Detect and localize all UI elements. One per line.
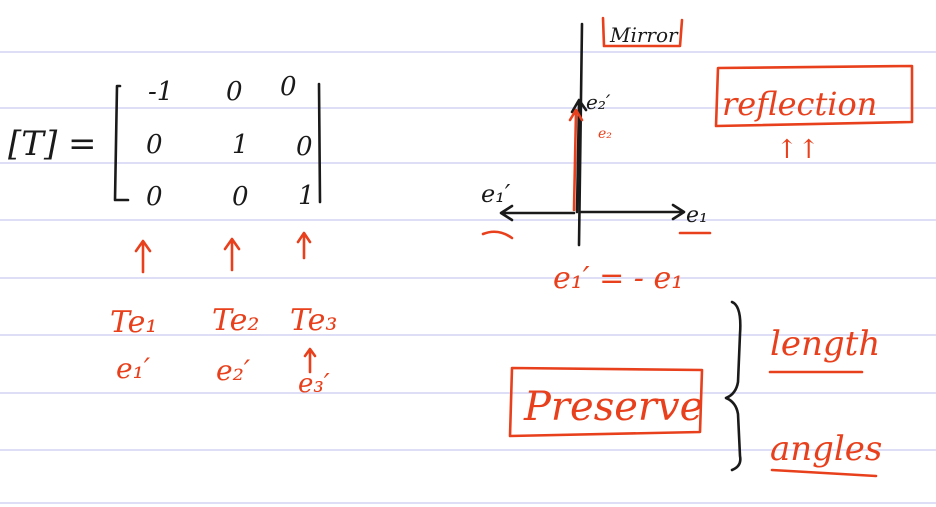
brace-item-length: length — [770, 324, 880, 364]
matrix-cell: 1 — [298, 181, 315, 211]
small-up-arrow-icon — [303, 347, 317, 374]
e1-prime-label: e₁′ — [481, 180, 511, 208]
matrix-label: [T] = — [8, 124, 97, 164]
preserve-label: Preserve — [523, 384, 703, 430]
up-arrow-icon — [223, 237, 241, 272]
matrix-cell: 0 — [146, 130, 163, 160]
matrix-cell: 1 — [232, 130, 249, 160]
matrix-brackets — [113, 82, 322, 204]
column-arrows — [134, 231, 312, 274]
brace-item-angles: angles — [770, 429, 882, 469]
mirror-diagram: Mirror e₂′ e₂ e₁ e₁′ e₁′ = - e₁ — [481, 16, 712, 296]
e1-vector-arrow — [579, 203, 686, 221]
matrix-cell: -1 — [148, 77, 173, 107]
column-bottom-label: e₂′ — [216, 354, 251, 387]
reflection-arrows: ↑↑ — [776, 135, 820, 165]
reflection-label: reflection — [722, 85, 877, 123]
e2-red-vector-arrow — [568, 108, 584, 212]
e2-small-label: e₂ — [598, 126, 612, 142]
matrix-cell: 0 — [146, 182, 163, 212]
column-bottom-label: e₃′ — [298, 369, 330, 399]
curly-brace — [724, 300, 742, 472]
up-arrow-icon — [134, 239, 152, 274]
column-top-label: Te₂ — [212, 303, 259, 338]
mirror-label: Mirror — [609, 23, 679, 47]
preserve-box: Preserve — [508, 366, 704, 438]
column-top-label: Te₃ — [290, 303, 337, 338]
reflection-box: reflection ↑↑ — [714, 64, 914, 165]
matrix-cell: 0 — [296, 132, 313, 162]
matrix-cell: 0 — [226, 77, 243, 107]
e1-label: e₁ — [686, 203, 708, 228]
reflection-equation: e₁′ = - e₁ — [553, 261, 683, 296]
mirror-line — [577, 22, 584, 247]
brace-items: length angles — [768, 324, 882, 478]
e1-prime-vector-arrow — [499, 204, 576, 222]
column-bottom-label: e₁′ — [116, 352, 151, 385]
e1-prime-tilde — [481, 230, 514, 240]
e2-vector-arrow — [570, 98, 588, 214]
matrix-cell: 0 — [280, 72, 297, 102]
up-arrow-icon — [296, 231, 312, 260]
matrix-cell: 0 — [232, 182, 249, 212]
matrix-entries: -1 0 0 0 1 0 0 0 1 — [146, 72, 315, 212]
ruled-lines — [0, 51, 936, 504]
column-labels: Te₁ e₁′ Te₂ e₂′ Te₃ e₃′ — [110, 303, 337, 399]
angles-underline — [770, 468, 878, 478]
e2-label: e₂′ — [586, 90, 611, 114]
column-top-label: Te₁ — [110, 305, 157, 340]
